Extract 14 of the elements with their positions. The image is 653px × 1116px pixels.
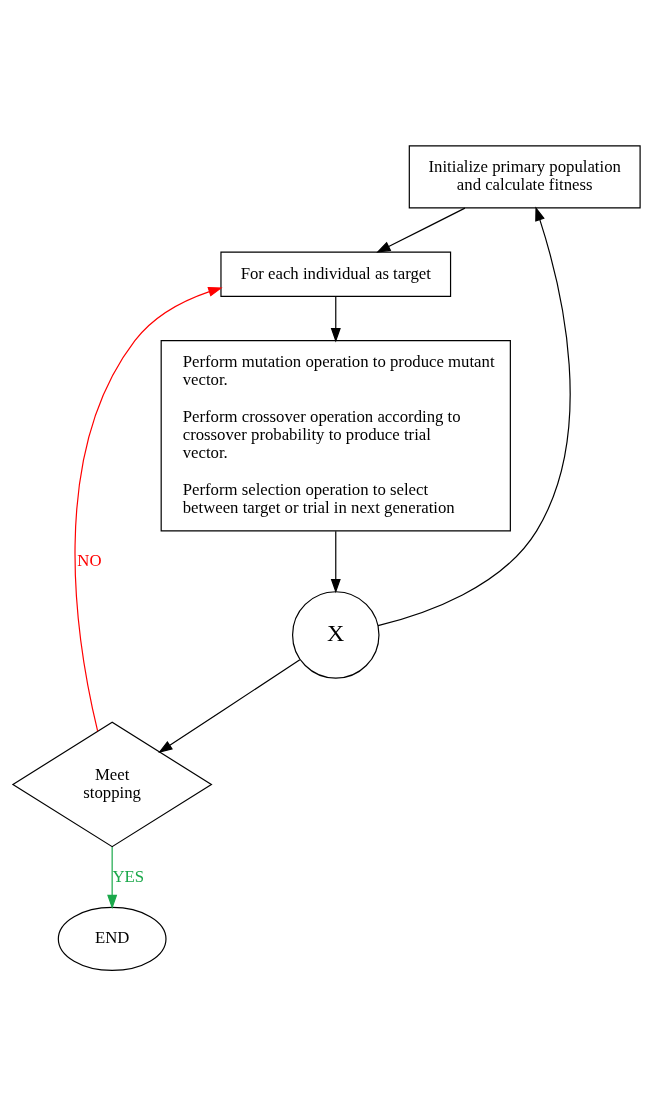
edge-label: NO bbox=[77, 550, 102, 570]
arrow bbox=[376, 207, 466, 253]
node-box: Perform mutation operation to produce mutant vector. Perform crossover operation according to crossover probability to produce trial vector. Perform selection operation to select between target or trial in next generation bbox=[160, 340, 511, 532]
arrow bbox=[377, 206, 571, 627]
node-box: For each individual as target bbox=[220, 251, 452, 298]
arrow bbox=[107, 846, 118, 910]
node-ellipse: END bbox=[57, 906, 167, 971]
arrow bbox=[330, 296, 341, 343]
arrow bbox=[158, 659, 301, 753]
node-diamond: Meet stopping bbox=[11, 721, 213, 848]
arrow bbox=[74, 287, 223, 732]
arrow bbox=[330, 530, 341, 594]
node-circle: X bbox=[291, 591, 380, 679]
node-box: Initialize primary population and calculate fitness bbox=[408, 145, 641, 209]
